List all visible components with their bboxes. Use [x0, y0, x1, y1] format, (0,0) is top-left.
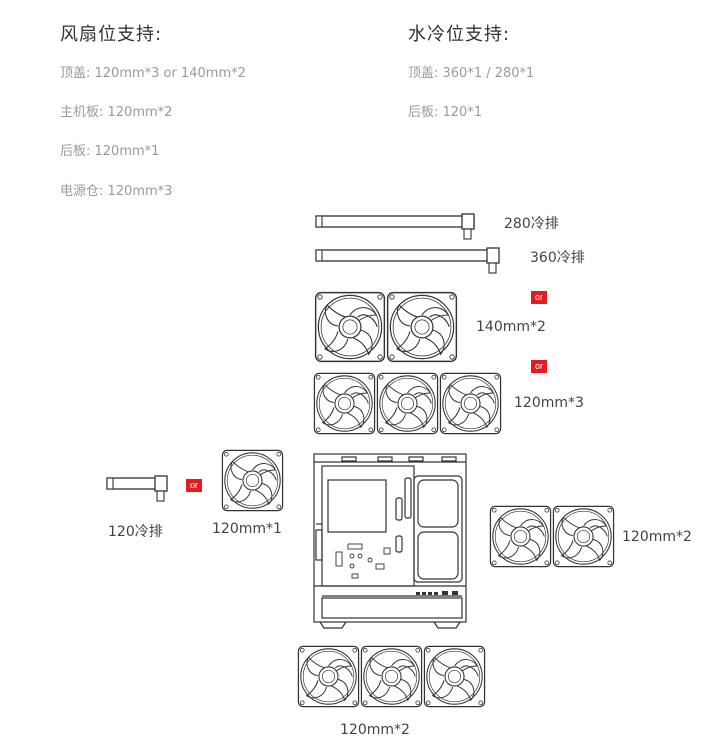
fan-120-icon [489, 505, 552, 568]
fan-120-icon [360, 645, 423, 708]
radiator-120-icon [106, 475, 168, 502]
or-badge: or [531, 360, 547, 373]
rear-120-label: 120mm*1 [212, 521, 282, 537]
fan-120-icon [439, 372, 502, 435]
fan-top-spec: 顶盖: 120mm*3 or 140mm*2 [60, 66, 246, 81]
fan-120-icon [376, 372, 439, 435]
top-140-label: 140mm*2 [476, 319, 546, 335]
water-rear-spec: 后板: 120*1 [408, 105, 483, 120]
pc-case-icon [313, 453, 467, 629]
fan-140-icon [386, 291, 458, 363]
fan-120-icon [221, 449, 284, 512]
fan-140-icon [314, 291, 386, 363]
radiator-280-label: 280冷排 [504, 216, 559, 232]
fan-120-icon [552, 505, 615, 568]
water-support-title: 水冷位支持: [408, 24, 511, 45]
radiator-360-icon [315, 247, 500, 274]
radiator-280-icon [315, 213, 475, 240]
fan-120-icon [313, 372, 376, 435]
bottom-120-label: 120mm*2 [340, 722, 410, 738]
fan-mainboard-spec: 主机板: 120mm*2 [60, 105, 173, 120]
water-top-spec: 顶盖: 360*1 / 280*1 [408, 66, 535, 81]
or-badge: or [531, 291, 547, 304]
radiator-360-label: 360冷排 [530, 250, 585, 266]
fan-psu-spec: 电源仓: 120mm*3 [60, 184, 173, 199]
fan-rear-spec: 后板: 120mm*1 [60, 144, 160, 159]
top-120-label: 120mm*3 [514, 395, 584, 411]
radiator-120-label: 120冷排 [108, 524, 163, 540]
or-badge: or [186, 479, 202, 492]
fan-120-icon [297, 645, 360, 708]
fan-120-icon [423, 645, 486, 708]
fan-support-title: 风扇位支持: [60, 24, 163, 45]
front-120-label: 120mm*2 [622, 529, 692, 545]
